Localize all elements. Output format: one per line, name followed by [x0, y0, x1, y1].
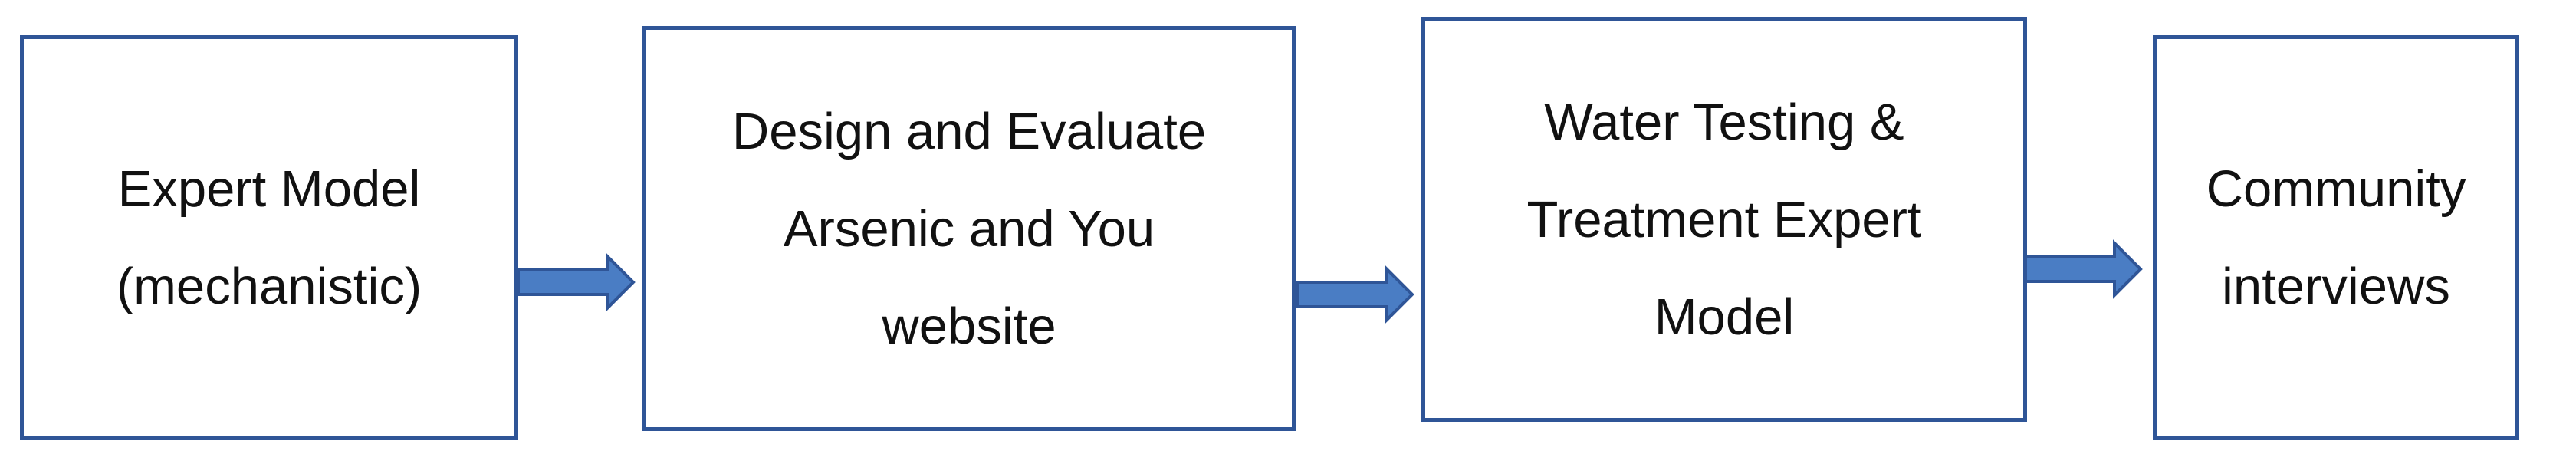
step-label-line: Expert Model: [117, 160, 421, 218]
step-label-line: Arsenic and You: [783, 199, 1155, 258]
arrow-right-icon: [2024, 239, 2143, 299]
step-label-line: website: [882, 297, 1056, 355]
step-label: Water Testing & Treatment Expert Model: [1526, 74, 1921, 366]
step-box-community-interviews: Community interviews: [2153, 35, 2519, 440]
arrow-right-icon: [1296, 265, 1414, 324]
step-label-line: Water Testing &: [1544, 93, 1904, 151]
step-box-expert-model: Expert Model (mechanistic): [20, 35, 518, 440]
step-box-water-testing: Water Testing & Treatment Expert Model: [1421, 17, 2027, 422]
arrow-right-icon: [517, 252, 636, 312]
step-label: Expert Model (mechanistic): [117, 140, 422, 335]
step-label-line: interviews: [2222, 258, 2450, 315]
step-label-line: Model: [1654, 288, 1795, 346]
step-label: Community interviews: [2206, 140, 2466, 335]
step-label: Design and Evaluate Arsenic and You webs…: [732, 83, 1206, 375]
step-label-line: Design and Evaluate: [731, 102, 1207, 160]
step-label-line: Treatment Expert: [1526, 190, 1922, 248]
step-label-line: (mechanistic): [116, 258, 422, 315]
step-label-line: Community: [2206, 160, 2466, 218]
step-box-arsenic-website: Design and Evaluate Arsenic and You webs…: [642, 26, 1296, 431]
